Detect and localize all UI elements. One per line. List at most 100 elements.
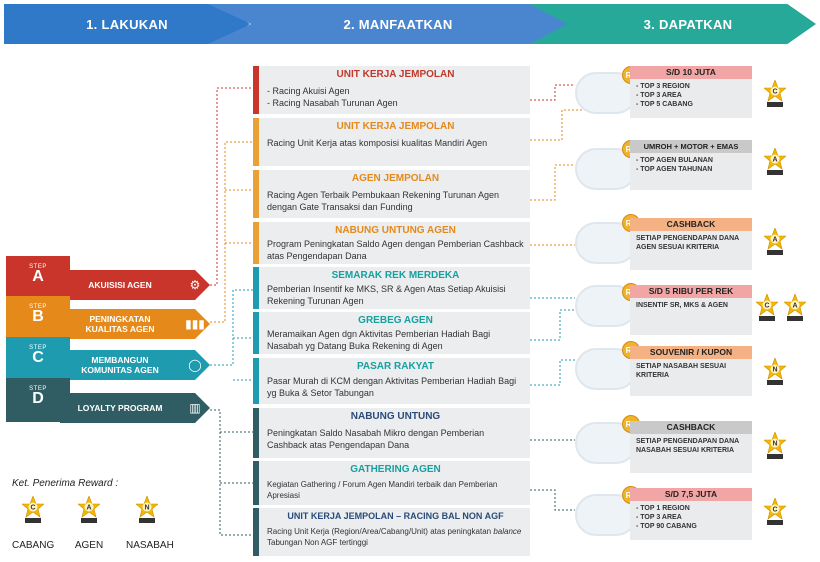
legend-label: CABANG xyxy=(12,540,55,551)
reward-2-text: - TOP AGEN BULANAN - TOP AGEN TAHUNAN xyxy=(636,157,713,173)
reward-3: CASHBACK SETIAP PENGENDAPAN DANA AGEN SE… xyxy=(630,218,752,270)
reward-7-title: S/D 7,5 JUTA xyxy=(630,488,752,501)
legend-label: AGEN xyxy=(74,540,104,551)
step-a-label: AKUISISI AGEN xyxy=(88,280,152,290)
reward-5-title: SOUVENIR / KUPON xyxy=(630,346,752,359)
program-10: UNIT KERJA JEMPOLAN – RACING BAL NON AGF… xyxy=(253,508,530,556)
reward-7-text: - TOP 1 REGION - TOP 3 AREA - TOP 90 CAB… xyxy=(636,505,697,530)
header-step-3-label: 3. DAPATKAN xyxy=(643,16,733,32)
step-b-bar[interactable]: PENINGKATAN KUALITAS AGEN ▮▮▮ xyxy=(60,309,210,339)
star-badge-icon: N xyxy=(763,357,787,386)
program-10-text-italic: balance xyxy=(493,527,522,536)
star-badge-icon: C xyxy=(763,79,787,108)
svg-text:N: N xyxy=(772,367,777,374)
program-8-title: NABUNG UNTUNG xyxy=(350,411,441,422)
building-icon: ▥ xyxy=(189,401,201,415)
step-b-letter: B xyxy=(32,308,44,325)
gear-icon: ⚙ xyxy=(189,278,201,292)
program-5-title: SEMARAK REK MERDEKA xyxy=(331,270,460,281)
program-3-title: AGEN JEMPOLAN xyxy=(351,173,440,184)
program-1-title: UNIT KERJA JEMPOLAN xyxy=(336,69,455,80)
step-d-label: LOYALTY PROGRAM xyxy=(77,403,163,413)
reward-6-illustration xyxy=(575,422,637,464)
legend-title: Ket. Penerima Reward : xyxy=(12,478,119,489)
program-10-text-c: Tabungan Non AGF tertinggi xyxy=(267,538,368,547)
reward-1-title: S/D 10 JUTA xyxy=(630,66,752,79)
step-d-step-text: STEP xyxy=(29,386,47,392)
program-9-text: Kegiatan Gathering / Forum Agen Mandiri … xyxy=(267,480,498,500)
reward-4-text: INSENTIF SR, MKS & AGEN xyxy=(636,302,728,309)
step-b-tag: STEP B xyxy=(6,296,70,340)
svg-text:C: C xyxy=(772,89,777,96)
step-a-tag: STEP A xyxy=(6,256,70,300)
reward-3-title: CASHBACK xyxy=(630,218,752,231)
reward-5: SOUVENIR / KUPON SETIAP NASABAH SESUAI K… xyxy=(630,346,752,396)
reward-6-text: SETIAP PENGENDAPAN DANA NASABAH SESUAI K… xyxy=(636,438,739,454)
program-8-text: Peningkatan Saldo Nasabah Mikro dengan P… xyxy=(267,428,485,450)
step-a-letter: A xyxy=(32,268,44,285)
legend-star-icon: N xyxy=(135,495,159,524)
program-6: GREBEG AGEN Meramaikan Agen dgn Aktivita… xyxy=(253,312,530,354)
star-badge-icon: A xyxy=(763,227,787,256)
program-1: UNIT KERJA JEMPOLAN - Racing Akuisi Agen… xyxy=(253,66,530,114)
svg-text:A: A xyxy=(772,157,777,164)
reward-1: S/D 10 JUTA - TOP 3 REGION - TOP 3 AREA … xyxy=(630,66,752,118)
program-8: NABUNG UNTUNG Peningkatan Saldo Nasabah … xyxy=(253,408,530,458)
header-step-3: 3. DAPATKAN xyxy=(530,4,816,44)
step-b-label: PENINGKATAN KUALITAS AGEN xyxy=(85,314,155,334)
program-7: PASAR RAKYAT Pasar Murah di KCM dengan A… xyxy=(253,358,530,404)
program-7-title: PASAR RAKYAT xyxy=(356,361,435,372)
program-2-text: Racing Unit Kerja atas komposisi kualita… xyxy=(267,138,488,148)
star-badge-icon: C xyxy=(763,497,787,526)
header-step-2-label: 2. MANFAATKAN xyxy=(343,16,453,32)
svg-text:A: A xyxy=(792,303,797,310)
program-3: AGEN JEMPOLAN Racing Agen Terbaik Pembuk… xyxy=(253,170,530,218)
svg-text:A: A xyxy=(772,237,777,244)
reward-6-title: CASHBACK xyxy=(630,421,752,434)
program-10-text: Racing Unit Kerja (Region/Area/Cabang/Un… xyxy=(267,526,524,548)
legend-star-icon: A xyxy=(77,495,101,524)
star-badge-icon: C xyxy=(755,293,779,322)
step-d-letter: D xyxy=(32,390,44,407)
reward-2-title: UMROH + MOTOR + EMAS xyxy=(630,140,752,153)
svg-text:C: C xyxy=(764,303,769,310)
step-c-label: MEMBANGUN KOMUNITAS AGEN xyxy=(81,355,159,375)
program-6-title: GREBEG AGEN xyxy=(358,315,433,326)
reward-1-text: - TOP 3 REGION - TOP 3 AREA - TOP 5 CABA… xyxy=(636,83,693,108)
legend-star-icon: C xyxy=(21,495,45,524)
step-b-step-text: STEP xyxy=(29,304,47,310)
step-c-tag: STEP C xyxy=(6,337,70,381)
svg-text:C: C xyxy=(772,507,777,514)
program-7-text: Pasar Murah di KCM dengan Aktivitas Pemb… xyxy=(267,376,517,398)
step-c-letter: C xyxy=(32,349,44,366)
step-d-tag: STEP D xyxy=(6,378,70,422)
svg-text:N: N xyxy=(772,441,777,448)
step-a-step-text: STEP xyxy=(29,264,47,270)
header-step-1: 1. LAKUKAN xyxy=(4,4,250,44)
reward-4-title: S/D 5 RIBU PER REK xyxy=(630,285,752,298)
program-9-title: GATHERING AGEN xyxy=(350,464,441,475)
program-4-title: NABUNG UNTUNG AGEN xyxy=(335,225,456,236)
program-2: UNIT KERJA JEMPOLAN Racing Unit Kerja at… xyxy=(253,118,530,166)
svg-text:A: A xyxy=(86,505,91,512)
step-c-bar[interactable]: MEMBANGUN KOMUNITAS AGEN ◯ xyxy=(60,350,210,380)
header-step-2: 2. MANFAATKAN xyxy=(208,4,568,44)
step-d-bar[interactable]: LOYALTY PROGRAM ▥ xyxy=(60,393,210,423)
program-3-text: Racing Agen Terbaik Pembukaan Rekening T… xyxy=(267,190,499,212)
program-6-text: Meramaikan Agen dgn Aktivitas Pemberian … xyxy=(267,329,491,351)
svg-text:C: C xyxy=(30,505,35,512)
step-c-step-text: STEP xyxy=(29,345,47,351)
reward-5-text: SETIAP NASABAH SESUAI KRITERIA xyxy=(636,363,727,379)
svg-text:N: N xyxy=(144,505,149,512)
legend-label: NASABAH xyxy=(126,540,174,551)
program-4-text: Program Peningkatan Saldo Agen dengan Pe… xyxy=(267,239,524,261)
program-5: SEMARAK REK MERDEKA Pemberian Insentif k… xyxy=(253,267,530,309)
ring-icon: ◯ xyxy=(188,358,202,372)
reward-2: UMROH + MOTOR + EMAS - TOP AGEN BULANAN … xyxy=(630,140,752,190)
reward-3-text: SETIAP PENGENDAPAN DANA AGEN SESUAI KRIT… xyxy=(636,235,739,251)
reward-4: S/D 5 RIBU PER REK INSENTIF SR, MKS & AG… xyxy=(630,285,752,335)
program-2-title: UNIT KERJA JEMPOLAN xyxy=(336,121,455,132)
step-a-bar[interactable]: AKUISISI AGEN ⚙ xyxy=(60,270,210,300)
program-4: NABUNG UNTUNG AGEN Program Peningkatan S… xyxy=(253,222,530,264)
